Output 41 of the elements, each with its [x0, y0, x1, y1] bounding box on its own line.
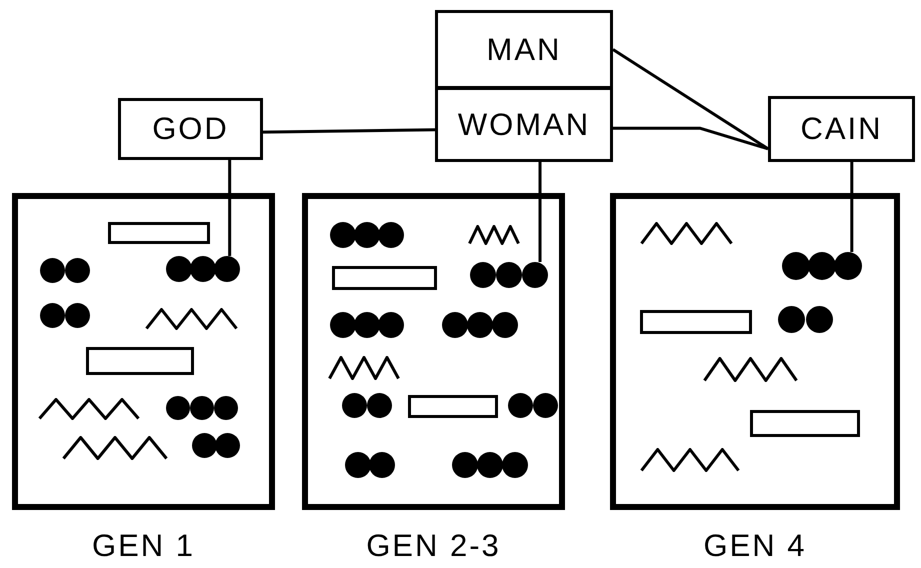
dot-cluster	[330, 312, 404, 338]
name-box: CAIN	[768, 96, 915, 162]
name-box: MAN	[435, 10, 613, 89]
zigzag-mark	[145, 308, 238, 330]
dot-cluster	[342, 393, 392, 418]
dot-cluster	[470, 262, 548, 288]
zigzag-mark	[640, 448, 740, 472]
connector-line	[538, 162, 542, 262]
connector-line	[262, 128, 436, 134]
zigzag-mark	[328, 356, 400, 380]
dot-cluster	[452, 452, 528, 478]
connector-line	[850, 162, 854, 252]
dot-cluster	[166, 396, 238, 420]
zigzag-mark	[62, 436, 168, 460]
zigzag-mark	[703, 357, 798, 382]
dot-cluster	[345, 452, 395, 478]
name-box: GOD	[118, 98, 263, 160]
panel-heading: GEN 2-3	[365, 528, 502, 564]
dot-cluster	[40, 303, 90, 328]
bar-mark	[86, 347, 194, 375]
zigzag-mark	[38, 398, 140, 420]
connector-line	[228, 160, 232, 256]
dot-cluster	[782, 252, 862, 280]
bar-mark	[408, 395, 498, 418]
panel-heading: GEN 1	[90, 528, 196, 564]
panel-heading: GEN 4	[702, 528, 808, 564]
dot-cluster	[40, 258, 90, 283]
bar-mark	[108, 222, 210, 244]
zigzag-mark	[640, 222, 733, 245]
dot-cluster	[508, 393, 558, 418]
dot-cluster	[442, 312, 518, 338]
dot-cluster	[778, 306, 833, 333]
bar-mark	[750, 410, 860, 437]
dot-cluster	[330, 222, 404, 248]
bar-mark	[640, 310, 752, 334]
bar-mark	[332, 266, 437, 290]
dot-cluster	[192, 433, 240, 458]
connector-line	[613, 126, 768, 150]
dot-cluster	[166, 256, 240, 282]
zigzag-mark	[468, 225, 520, 245]
name-box: WOMAN	[435, 87, 613, 162]
